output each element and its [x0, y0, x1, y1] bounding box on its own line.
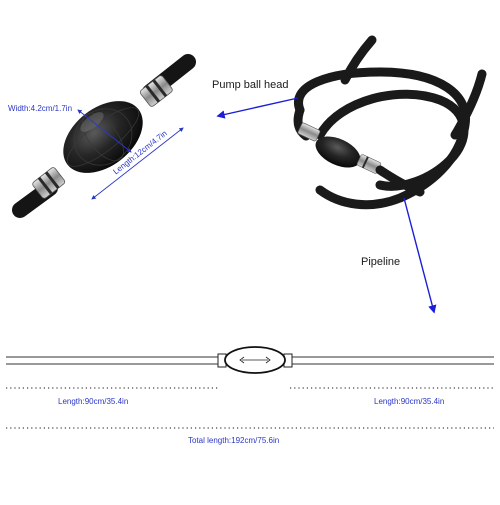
total-length-label: Total length:192cm/75.6in: [188, 436, 280, 445]
bulb-width-label: Width:4.2cm/1.7in: [8, 104, 73, 113]
pipeline-label: Pipeline: [361, 256, 401, 268]
coiled-hose-photo: [293, 35, 487, 210]
coil-pump-bulb: [297, 122, 382, 174]
pump-ball-head-arrow: [216, 97, 299, 119]
length-dimension-line: [91, 127, 184, 200]
pipeline-arrow: [403, 197, 437, 314]
length-schematic: [6, 346, 494, 374]
left-length-label: Length:90cm/35.4in: [58, 397, 129, 406]
pump-ball-head-label: Pump ball head: [212, 79, 289, 91]
right-length-label: Length:90cm/35.4in: [374, 397, 445, 406]
